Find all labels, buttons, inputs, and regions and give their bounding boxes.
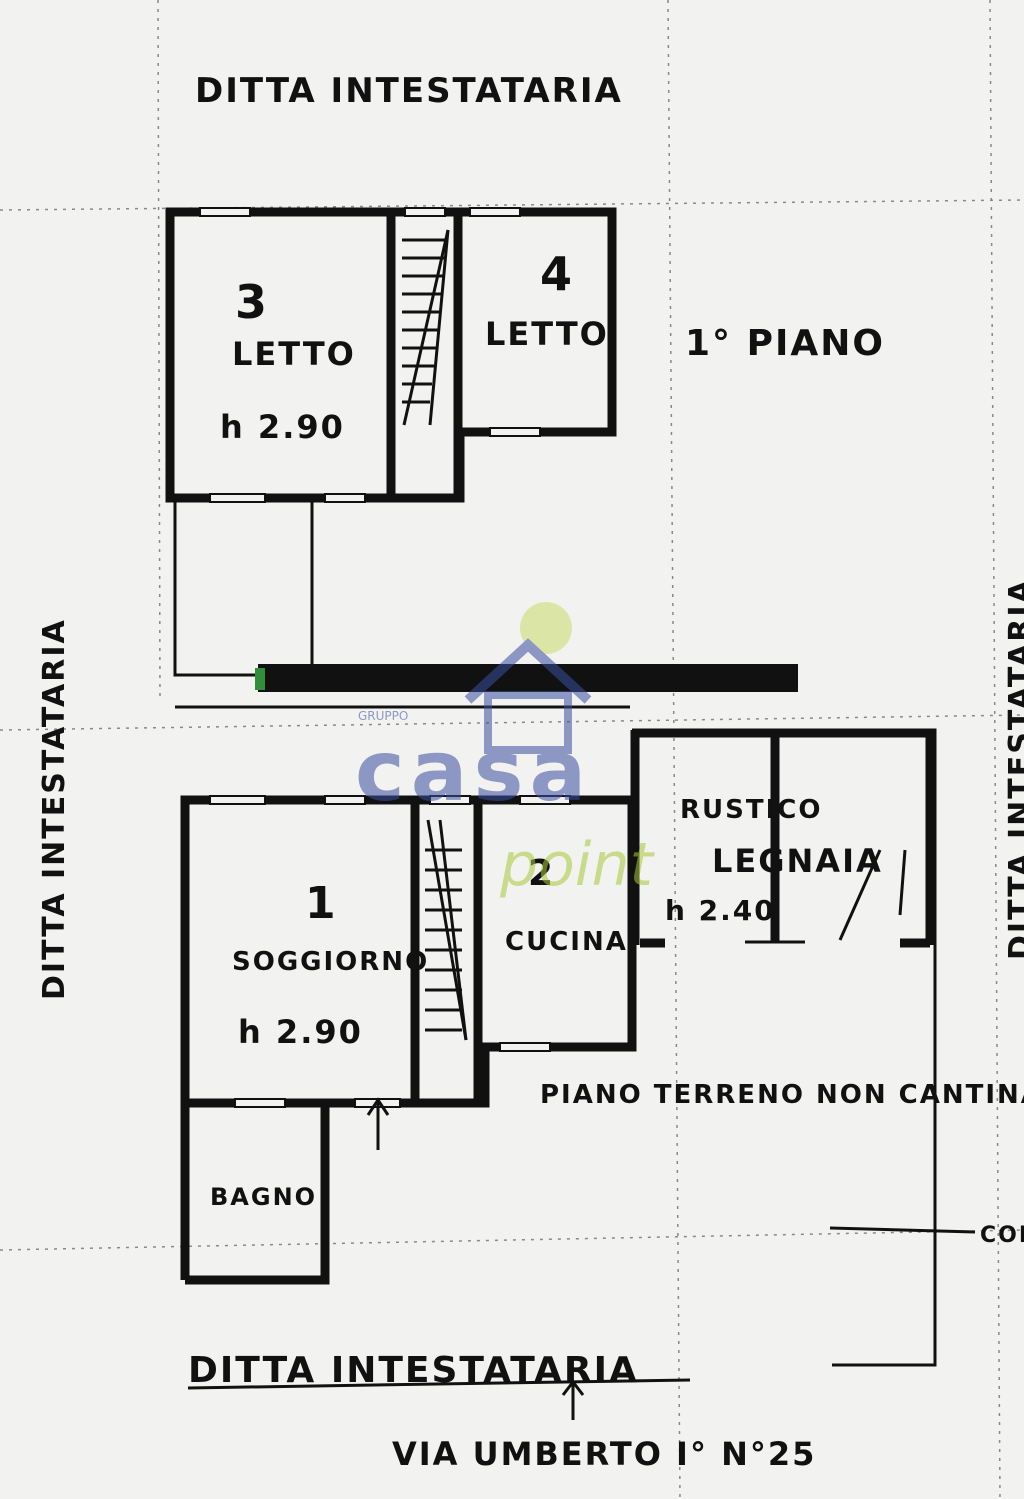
first-floor-stairs xyxy=(402,229,450,426)
redaction-bar xyxy=(258,664,798,692)
left-owner-label: DITTA INTESTATARIA xyxy=(37,618,72,1000)
legnaia-height: h 2.40 xyxy=(665,894,776,927)
room-1-name: SOGGIORNO xyxy=(232,947,429,977)
casa-point-watermark: GRUPPO casa point xyxy=(355,602,655,900)
window xyxy=(199,207,251,217)
house-body-icon xyxy=(484,691,572,754)
first-floor-plan xyxy=(165,207,617,677)
window xyxy=(209,493,266,503)
first-floor-title: 1° PIANO xyxy=(685,323,885,364)
room-3-name: LETTO xyxy=(232,335,356,373)
watermark-brand-point: point xyxy=(499,830,655,900)
window xyxy=(519,795,571,805)
redaction-marker xyxy=(255,668,265,690)
logo-dot-icon xyxy=(520,602,572,654)
rustico-label: RUSTICO xyxy=(680,795,822,825)
window xyxy=(404,207,446,217)
room-1-number: 1 xyxy=(305,878,338,929)
room-1-height: h 2.90 xyxy=(238,1013,363,1051)
watermark-group: GRUPPO xyxy=(358,709,408,723)
bagno-label: BAGNO xyxy=(210,1183,317,1211)
room-3-number: 3 xyxy=(235,275,269,329)
address-label: VIA UMBERTO I° N°25 xyxy=(392,1435,816,1473)
window xyxy=(324,493,366,503)
room-4-number: 4 xyxy=(540,247,574,301)
ground-floor-plan xyxy=(175,705,976,1420)
window xyxy=(429,795,471,805)
right-owner-label: DITTA INTESTATARIA xyxy=(1003,578,1024,960)
window xyxy=(209,795,266,805)
window xyxy=(234,1098,286,1108)
room-2-name: CUCINA xyxy=(505,927,628,957)
ground-floor-stairs xyxy=(425,819,468,1041)
house-roof-icon xyxy=(464,638,592,704)
room-3-height: h 2.90 xyxy=(220,408,345,446)
room-2-number: 2 xyxy=(528,853,555,894)
room-4-name: LETTO xyxy=(485,315,609,353)
window xyxy=(499,1042,551,1052)
top-owner-label: DITTA INTESTATARIA xyxy=(195,71,623,111)
legnaia-label: LEGNAIA xyxy=(712,842,883,880)
ground-floor-title: PIANO TERRENO NON CANTINA xyxy=(540,1080,1024,1110)
window xyxy=(489,427,541,437)
edge-label: COR xyxy=(980,1223,1024,1248)
window xyxy=(324,795,366,805)
window xyxy=(469,207,521,217)
watermark-brand-casa: casa xyxy=(355,722,592,820)
